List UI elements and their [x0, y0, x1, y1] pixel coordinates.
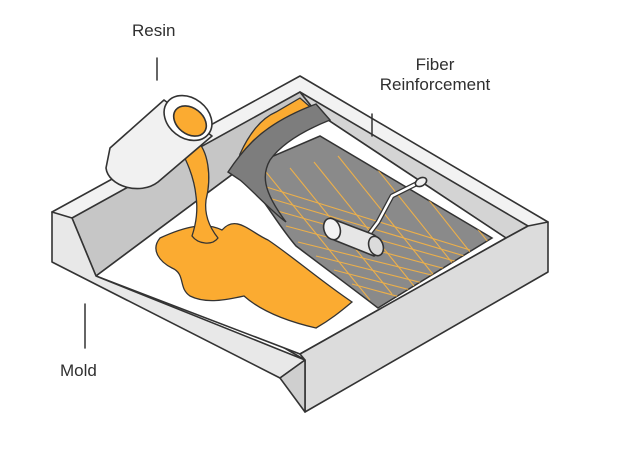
resin-bucket-icon: [105, 94, 219, 244]
roller-icon: [322, 176, 428, 257]
roller-grip: [414, 176, 428, 188]
label-resin: Resin: [132, 21, 176, 40]
bucket-resin: [172, 105, 208, 137]
label-fiber-reinforcement: Fiber Reinforcement: [360, 55, 510, 96]
label-fiber-line2: Reinforcement: [379, 75, 491, 95]
resin-pool: [155, 223, 354, 329]
fiber-mat-curl: [227, 103, 332, 223]
mold-front-right-face: [299, 221, 549, 413]
mold-front-left-face: [51, 211, 306, 379]
label-fiber-line1: Fiber: [415, 55, 455, 74]
pour-stream: [179, 139, 219, 244]
mold-front-lip: [279, 359, 306, 413]
label-mold: Mold: [60, 361, 97, 380]
